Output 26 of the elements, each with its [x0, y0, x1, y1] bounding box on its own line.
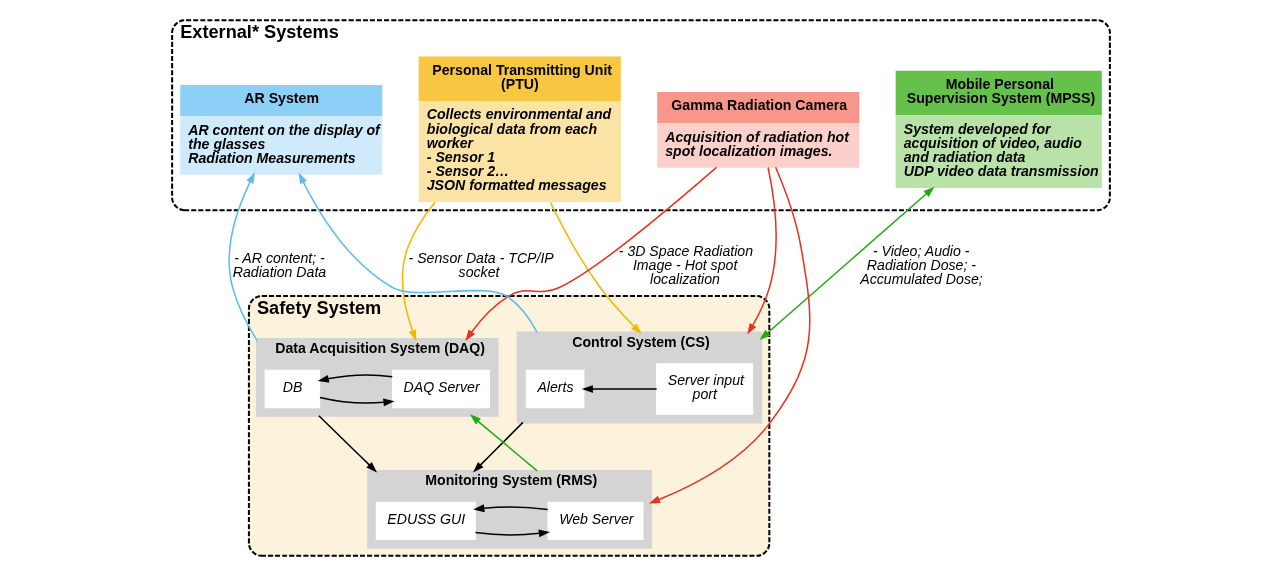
arrow — [581, 385, 657, 393]
arrow — [472, 421, 524, 473]
node-box: DB — [264, 369, 320, 409]
edge-label: - AR content; - Radiation Data — [232, 249, 326, 281]
arrow — [469, 414, 538, 472]
node-box: Alerts — [525, 369, 584, 409]
arrow — [298, 172, 538, 334]
arrow — [317, 374, 393, 383]
arrow — [648, 166, 810, 504]
arrow — [474, 529, 550, 538]
edge-label: - Video; Audio - Radiation Dose; - Accumulated Dose; — [859, 242, 983, 288]
arrow — [318, 396, 395, 407]
arrow — [746, 166, 777, 335]
node-box: Server input port — [655, 363, 753, 415]
arrow — [759, 186, 934, 340]
edge-label: - 3D Space Radiation Image - Hot spot localization — [618, 242, 753, 288]
arrow — [464, 166, 717, 341]
arrow — [228, 172, 258, 342]
arrow — [549, 201, 642, 335]
arrow — [317, 415, 377, 473]
edge-label: - Sensor Data - TCP/IP socket — [408, 249, 554, 281]
arrow — [472, 504, 548, 513]
node-box: DAQ Server — [391, 369, 490, 409]
arrow — [401, 201, 436, 342]
node-box: Web Server — [547, 501, 644, 541]
node-box: EDUSS GUI — [375, 501, 476, 541]
